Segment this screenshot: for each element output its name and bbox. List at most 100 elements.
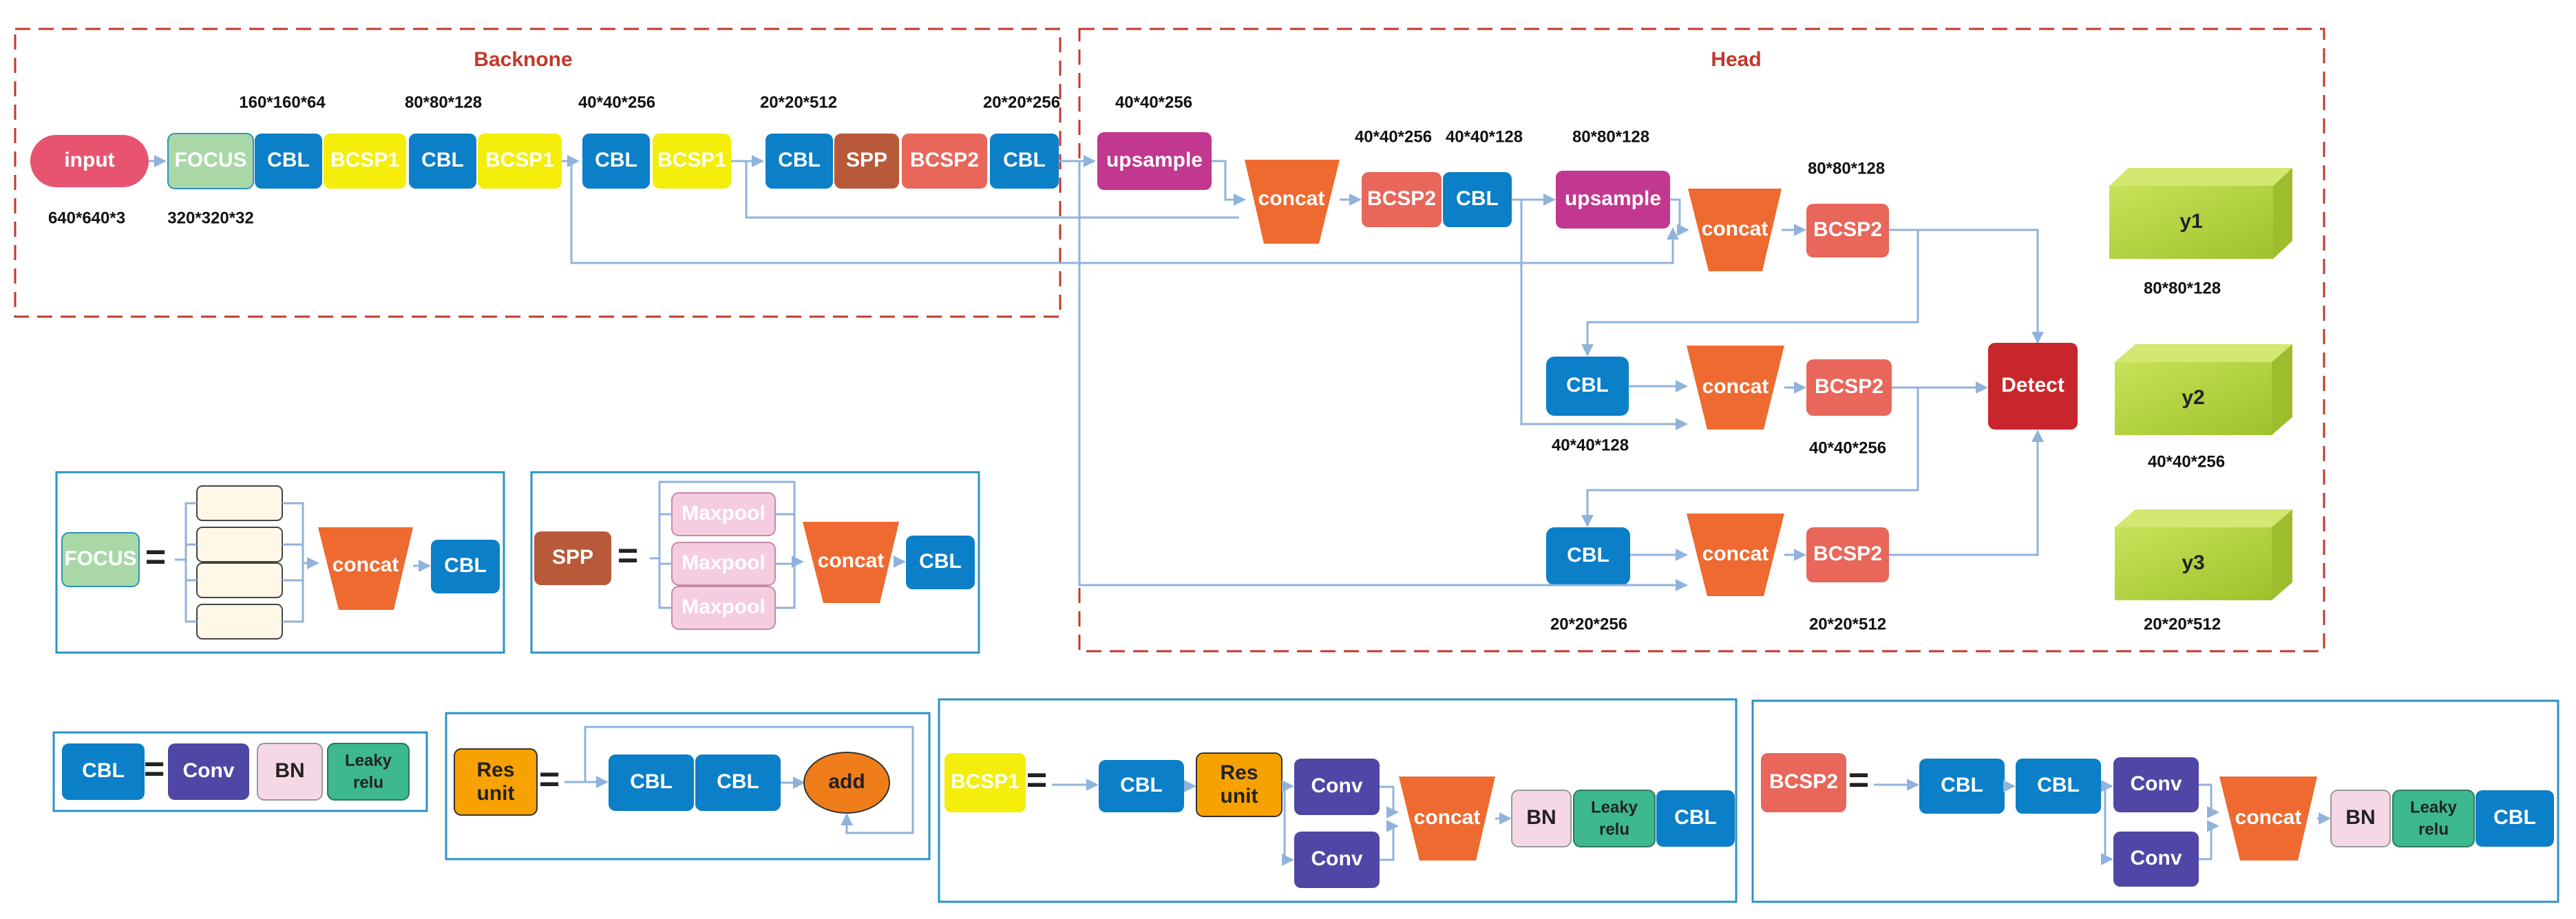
svg-text:BCSP1: BCSP1 <box>485 149 554 171</box>
svg-text:concat: concat <box>1702 218 1769 240</box>
svg-text:CBL: CBL <box>1567 544 1609 567</box>
bcsp2-cbl-1 <box>1919 759 2005 814</box>
bcsp2-dim-20: 20*20*512 <box>1809 615 1886 633</box>
svg-text:concat: concat <box>818 549 885 572</box>
svg-text:CBL: CBL <box>2493 806 2536 829</box>
svg-text:CBL: CBL <box>630 770 673 793</box>
y2-dim: 40*40*256 <box>2148 452 2225 471</box>
focus-legend-concat <box>318 527 413 610</box>
y3-dim: 20*20*512 <box>2144 615 2221 633</box>
svg-text:concat: concat <box>1414 806 1481 829</box>
backbone-section <box>14 28 1062 318</box>
bcsp2-node-backbone <box>902 134 987 189</box>
output-y2: y2 <box>2115 344 2292 435</box>
res-unit-legend-node <box>454 748 538 816</box>
svg-text:y2: y2 <box>2182 386 2204 409</box>
svg-text:CBL: CBL <box>1941 774 1983 796</box>
bcsp2-leaky <box>2392 790 2475 847</box>
res-unit-legend-box <box>445 712 931 860</box>
bcsp1-cbl-out <box>1656 790 1735 847</box>
svg-text:BN: BN <box>275 759 304 782</box>
bcsp1-leaky <box>1573 790 1656 847</box>
bcsp1-conv-2 <box>1294 832 1380 888</box>
svg-text:CBL: CBL <box>1003 149 1046 171</box>
upsample-dim-1: 40*40*256 <box>1115 93 1192 112</box>
svg-text:Maxpool: Maxpool <box>682 595 766 618</box>
svg-text:CBL: CBL <box>444 554 487 577</box>
focus-node <box>167 133 254 189</box>
concat-node-3 <box>1687 346 1784 430</box>
head-dim-1a: 40*40*256 <box>1355 127 1432 146</box>
bcsp2-legend-box <box>1751 699 2559 903</box>
cbl-legend-bn <box>257 743 323 801</box>
cbl-legend-conv <box>168 743 249 800</box>
svg-text:Maxpool: Maxpool <box>682 551 766 574</box>
bcsp1-node-3 <box>653 134 731 189</box>
spp-legend-node <box>534 531 611 585</box>
svg-text:CBL: CBL <box>82 759 125 782</box>
svg-text:Conv: Conv <box>1311 774 1363 797</box>
bcsp2-dim-80: 80*80*128 <box>1808 159 1885 178</box>
svg-text:SPP: SPP <box>552 546 593 569</box>
bcsp2-conv-1 <box>2113 757 2199 812</box>
spp-equals: = <box>617 536 638 576</box>
focus-legend-cbl <box>431 540 500 593</box>
svg-text:SPP: SPP <box>846 149 887 171</box>
svg-text:CBL: CBL <box>1456 187 1499 210</box>
bcsp2-node-head-4 <box>1806 527 1889 582</box>
cbl-legend-leaky <box>327 743 410 801</box>
svg-text:CBL: CBL <box>267 149 310 171</box>
cbl-node-head-low <box>1546 527 1630 585</box>
svg-text:CBL: CBL <box>1674 806 1717 829</box>
bcsp2-bn <box>2330 790 2391 847</box>
focus-legend-box <box>55 471 505 654</box>
output-y1: y1 <box>2109 168 2292 259</box>
bcsp2-equals: = <box>1848 761 1869 801</box>
cbl-node-head-mid <box>1546 357 1629 416</box>
head-title: Head <box>1711 48 1761 71</box>
bcsp1-equals: = <box>1026 761 1047 801</box>
res-unit-add <box>803 752 890 814</box>
bcsp2-node-head-1 <box>1362 172 1442 227</box>
svg-text:CBL: CBL <box>421 149 464 171</box>
concat-node-1 <box>1245 160 1340 244</box>
svg-text:Conv: Conv <box>1311 847 1363 870</box>
svg-text:Conv: Conv <box>183 759 235 782</box>
svg-text:CBL: CBL <box>1566 374 1609 397</box>
upsample-dim-2: 80*80*128 <box>1572 127 1649 146</box>
svg-text:BCSP2: BCSP2 <box>910 149 979 171</box>
svg-text:add: add <box>828 770 865 793</box>
svg-text:Res: Res <box>476 759 514 781</box>
backbone-title: Backnone <box>474 48 572 71</box>
bcsp1-conv-1 <box>1294 759 1380 815</box>
bcsp1-legend-node <box>944 753 1026 812</box>
svg-text:concat: concat <box>1258 187 1325 210</box>
focus-equals: = <box>145 538 166 578</box>
svg-text:CBL: CBL <box>1120 774 1163 796</box>
bcsp1-cbl <box>1099 760 1184 812</box>
svg-text:CBL: CBL <box>2037 774 2080 796</box>
svg-text:unit: unit <box>477 782 515 805</box>
detect-node <box>1988 343 2078 430</box>
svg-text:FOCUS: FOCUS <box>65 547 137 570</box>
y1-dim: 80*80*128 <box>2144 279 2221 297</box>
svg-text:Res: Res <box>1220 761 1258 784</box>
svg-text:input: input <box>64 149 114 171</box>
svg-text:BCSP2: BCSP2 <box>1815 375 1883 398</box>
svg-text:CBL: CBL <box>778 149 821 171</box>
head-dim-1b: 40*40*128 <box>1446 127 1523 146</box>
bcsp2-concat <box>2219 777 2317 860</box>
bcsp2-conv-2 <box>2113 832 2199 887</box>
cbl-node-4 <box>766 134 833 189</box>
spp-legend-concat <box>803 522 899 603</box>
upsample-node-2 <box>1556 171 1670 229</box>
spp-node <box>834 134 899 189</box>
svg-text:concat: concat <box>332 553 399 576</box>
svg-text:concat: concat <box>1702 375 1769 398</box>
svg-text:BN: BN <box>1526 806 1556 829</box>
cbl-node-5 <box>990 134 1059 189</box>
bcsp2-cbl-out <box>2475 790 2554 847</box>
dim-20: 20*20*512 <box>760 93 837 112</box>
spp-legend-cbl <box>906 536 975 589</box>
